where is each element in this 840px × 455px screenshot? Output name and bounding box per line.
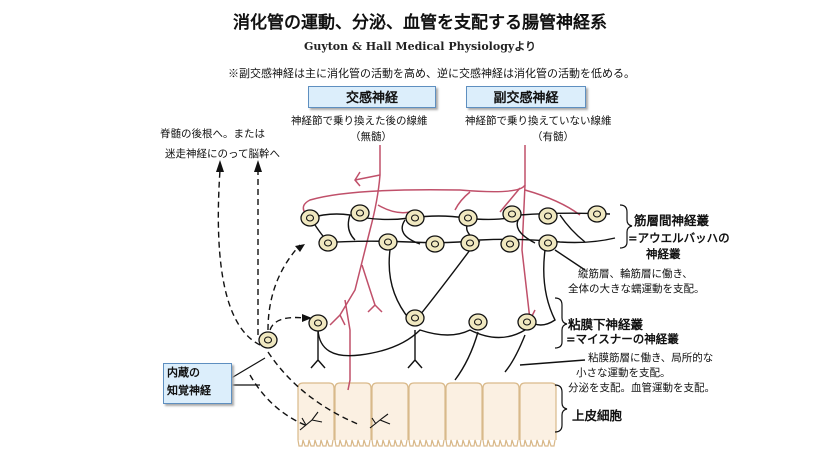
parasympathetic-label-box: 副交感神経 — [466, 86, 586, 108]
myenteric-plexus-alias1: =アウエルバッハの — [628, 231, 730, 245]
submucosal-plexus-name: 粘膜下神経叢 — [568, 317, 644, 332]
epithelial-cell — [408, 382, 446, 447]
source-credit: Guyton & Hall Medical Physiologyより — [303, 40, 537, 53]
myenteric-desc2: 全体の大きな蠕運動を支配。 — [568, 283, 705, 295]
sensory-nerve-line2: 知覚神経 — [167, 384, 211, 397]
epithelial-cell — [482, 382, 520, 447]
ganglion-cell — [502, 205, 522, 223]
ganglion-cell — [308, 314, 328, 332]
ganglion-cell — [538, 234, 558, 252]
sensory-nerve-ending — [369, 413, 391, 429]
parasympathetic-fiber-type: （有髄） — [532, 131, 574, 143]
sympathetic-label-box: 交感神経 — [308, 86, 436, 108]
braces — [554, 204, 633, 433]
submucosal-desc2: 小さな運動を支配。 — [576, 367, 671, 379]
myenteric-plexus-name: 筋層間神経叢 — [634, 213, 710, 228]
ganglion-cell — [458, 209, 478, 227]
ganglion-cell — [405, 209, 425, 227]
sensory-nerve-line1: 内蔵の — [167, 366, 200, 379]
afferent-destination-line2: 迷走神経にのって脳幹へ — [165, 148, 280, 160]
sympathetic-fiber-text: 神経節で乗り換えた後の線維 — [291, 115, 428, 127]
sympathetic-fibers — [329, 145, 411, 391]
myenteric-desc1: 縦筋層、輪筋層に働き、 — [578, 268, 693, 280]
epithelial-cell — [519, 382, 557, 447]
submucosal-desc3: 分泌を支配。血管運動を支配。 — [568, 382, 715, 394]
ganglion-cell — [587, 205, 607, 223]
submucosal-plexus-alias: =マイスナーの神経叢 — [566, 332, 679, 346]
ganglion-cell — [500, 235, 520, 253]
ganglion-cell — [517, 313, 537, 331]
myenteric-plexus-alias2: 神経叢 — [646, 247, 681, 261]
ganglion-cell — [300, 209, 320, 227]
epithelium-cells — [297, 382, 557, 447]
ganglion-cell — [318, 234, 338, 252]
sensory-pathways — [217, 169, 361, 426]
parasympathetic-fiber-text: 神経節で乗り換えていない線維 — [465, 115, 612, 127]
epithelial-cell — [445, 382, 483, 447]
ganglion-cell — [350, 204, 370, 222]
sensory-nerve-box: 内蔵の 知覚神経 — [163, 363, 232, 404]
ganglion-cell — [468, 313, 488, 331]
epithelial-cell — [371, 382, 409, 447]
sensory-box-leader — [227, 357, 266, 386]
epithelium-label: 上皮細胞 — [572, 408, 623, 423]
page-title: 消化管の運動、分泌、血管を支配する腸管神経系 — [233, 13, 607, 33]
parasympathetic-fibers — [302, 145, 581, 323]
ganglion-cells — [258, 204, 607, 349]
ganglion-cell — [425, 235, 445, 253]
afferent-destination-line1: 脊髄の後根へ。または — [160, 128, 265, 140]
ganglion-cell — [538, 207, 558, 225]
submucosal-desc1: 粘膜筋層に働き、局所的な — [588, 352, 714, 364]
ganglion-cell — [378, 233, 398, 251]
epithelial-cell — [334, 382, 372, 447]
ganglion-cell — [258, 331, 278, 349]
arrow-heads — [216, 160, 312, 322]
sympathetic-fiber-type: （無髄） — [350, 131, 392, 143]
ganglion-cell — [460, 234, 480, 252]
sensory-nerve-ending — [299, 411, 323, 431]
note-text: ※副交感神経は主に消化管の活動を高め、逆に交感神経は消化管の活動を低める。 — [228, 67, 635, 80]
ganglion-cell — [405, 309, 425, 327]
